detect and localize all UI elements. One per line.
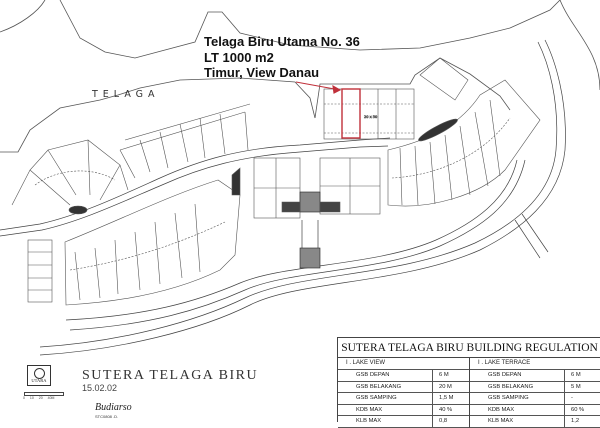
building-regulation-table: SUTERA TELAGA BIRU BUILDING REGULATION I… [337, 337, 600, 428]
shoreline-north-left [0, 0, 46, 33]
lake-label: TELAGA [92, 89, 160, 100]
green-strip [418, 118, 458, 142]
dev-boundary-north [0, 77, 316, 153]
compass-label: UTARA [31, 378, 47, 383]
highlighted-lot [341, 88, 361, 139]
scale-bar [24, 392, 64, 396]
table-row: GSB SAMPING- [470, 393, 600, 405]
block-east-north [419, 57, 469, 101]
scale-ticks: 0 10 20 40M [23, 396, 55, 400]
callout-address: Telaga Biru Utama No. 36 [204, 34, 360, 49]
listing-callout: Telaga Biru Utama No. 36 LT 1000 m2 Timu… [204, 34, 360, 81]
road-connector [301, 220, 319, 248]
regulation-column-header: I . LAKE VIEW [338, 358, 469, 370]
shoreline-east [559, 0, 600, 91]
park-south [299, 247, 321, 269]
block-west-south [27, 239, 53, 303]
roundabout-west [68, 205, 88, 215]
park-north [299, 191, 321, 213]
block-east [387, 79, 541, 207]
road-utama-lower [0, 145, 389, 237]
project-title: SUTERA TELAGA BIRU [82, 368, 259, 383]
road-south-outer-2 [39, 41, 558, 348]
callout-orientation: Timur, View Danau [204, 65, 320, 80]
project-date: 15.02.02 [82, 383, 118, 393]
regulation-column-header: I . LAKE TERRACE [470, 358, 600, 370]
callout-land-area: LT 1000 m2 [204, 49, 274, 65]
block-lake-view [323, 88, 415, 140]
block-central-west [64, 179, 241, 306]
north-compass-icon: UTARA [27, 365, 51, 386]
signature-caption: STC0808 .D. [95, 414, 119, 419]
compass-circle-icon [34, 368, 45, 379]
callout-arrow [295, 81, 342, 94]
road-utama-upper [0, 137, 391, 231]
road-east-spur [514, 213, 549, 259]
signature: Budiarso [95, 402, 132, 413]
shoreline-north [59, 0, 561, 59]
svg-text:20 x 50: 20 x 50 [364, 115, 377, 119]
radial-block-outer [11, 139, 129, 206]
road-south-inner-2 [65, 159, 518, 321]
dev-boundary-peninsula [314, 57, 511, 119]
regulation-title: SUTERA TELAGA BIRU BUILDING REGULATION [341, 342, 598, 354]
road-south-outer-1 [39, 39, 566, 356]
road-south-inner-1 [69, 159, 526, 331]
